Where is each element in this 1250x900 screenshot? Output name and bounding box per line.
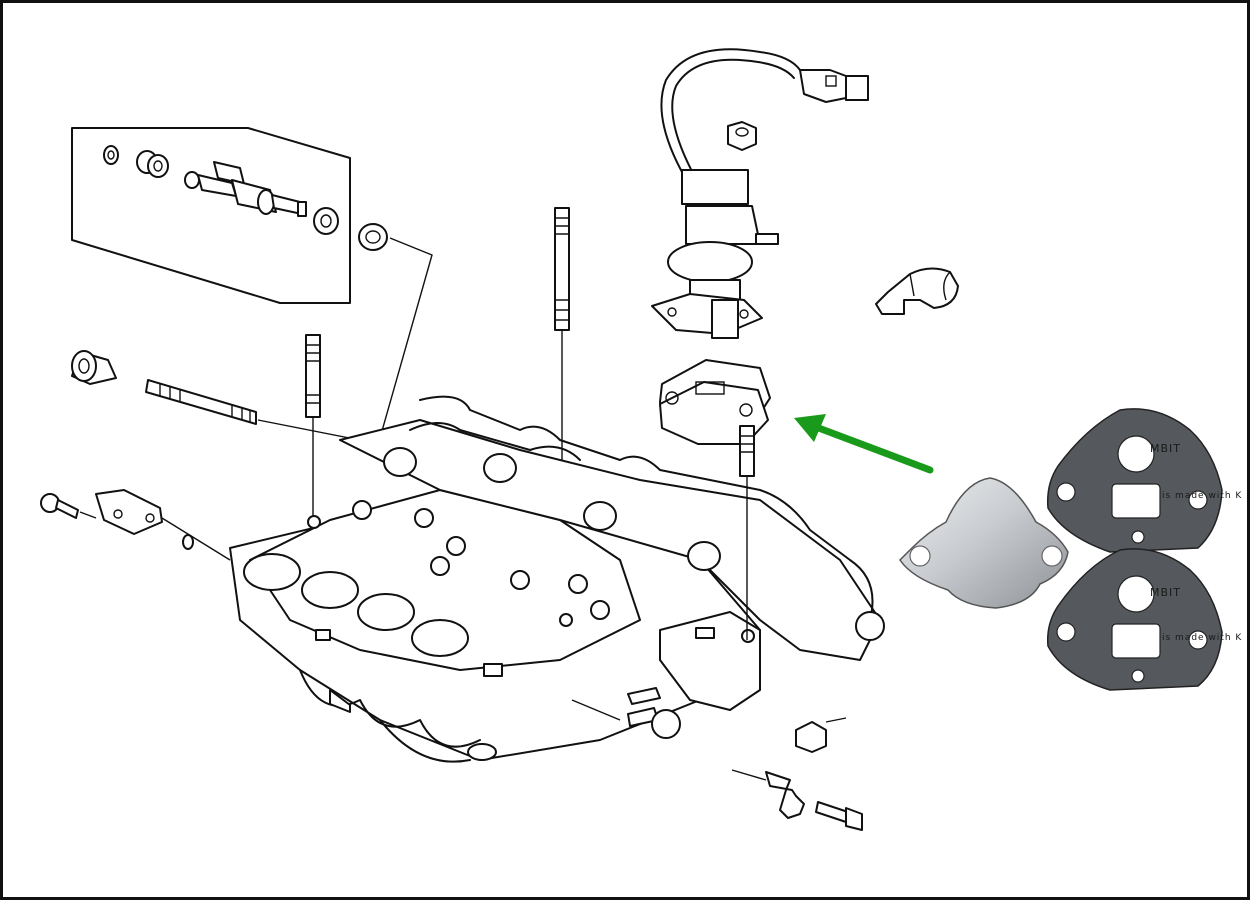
nut-icon [727,121,757,151]
egr-stud-icon [739,425,755,640]
flange-nut-icon [795,717,847,753]
hose-clip-icon [875,267,959,315]
iat-sensor-icon [95,489,231,561]
fuel-injector-icon [184,161,307,217]
egr-wire-harness [660,48,801,187]
gasket-photo-lower: MBIT is made with K [1046,548,1242,691]
gasket-print-text: is made with K [1162,491,1242,501]
nipple-fitting-icon [627,687,681,739]
injector-group [71,127,433,439]
stud-bolt-icon [305,334,321,520]
sensor-bolt-icon [40,493,97,519]
bracket-icon [731,769,805,819]
gasket-photo-upper: MBIT is made with K [1046,408,1242,553]
seal-ring-icon [313,207,339,235]
cushion-ring-icon [136,150,169,178]
pointer-arrow-icon [794,414,934,474]
bolt-icon [815,801,863,831]
o-ring-icon [103,145,119,165]
long-stud-bolt-icon [145,379,411,451]
egr-blanking-plate-photo [899,477,1069,609]
collar-icon [71,350,117,385]
egr-valve-icon [651,169,779,339]
injector-seal-icon [358,223,388,251]
egr-valve-assembly [651,48,869,339]
gasket-print-text: is made with K [1162,633,1242,643]
intake-manifold [229,395,885,763]
o-ring-icon [182,534,194,550]
connector-icon [799,69,869,103]
gasket-brand-text: MBIT [1150,442,1181,455]
gasket-brand-text: MBIT [1150,586,1181,599]
